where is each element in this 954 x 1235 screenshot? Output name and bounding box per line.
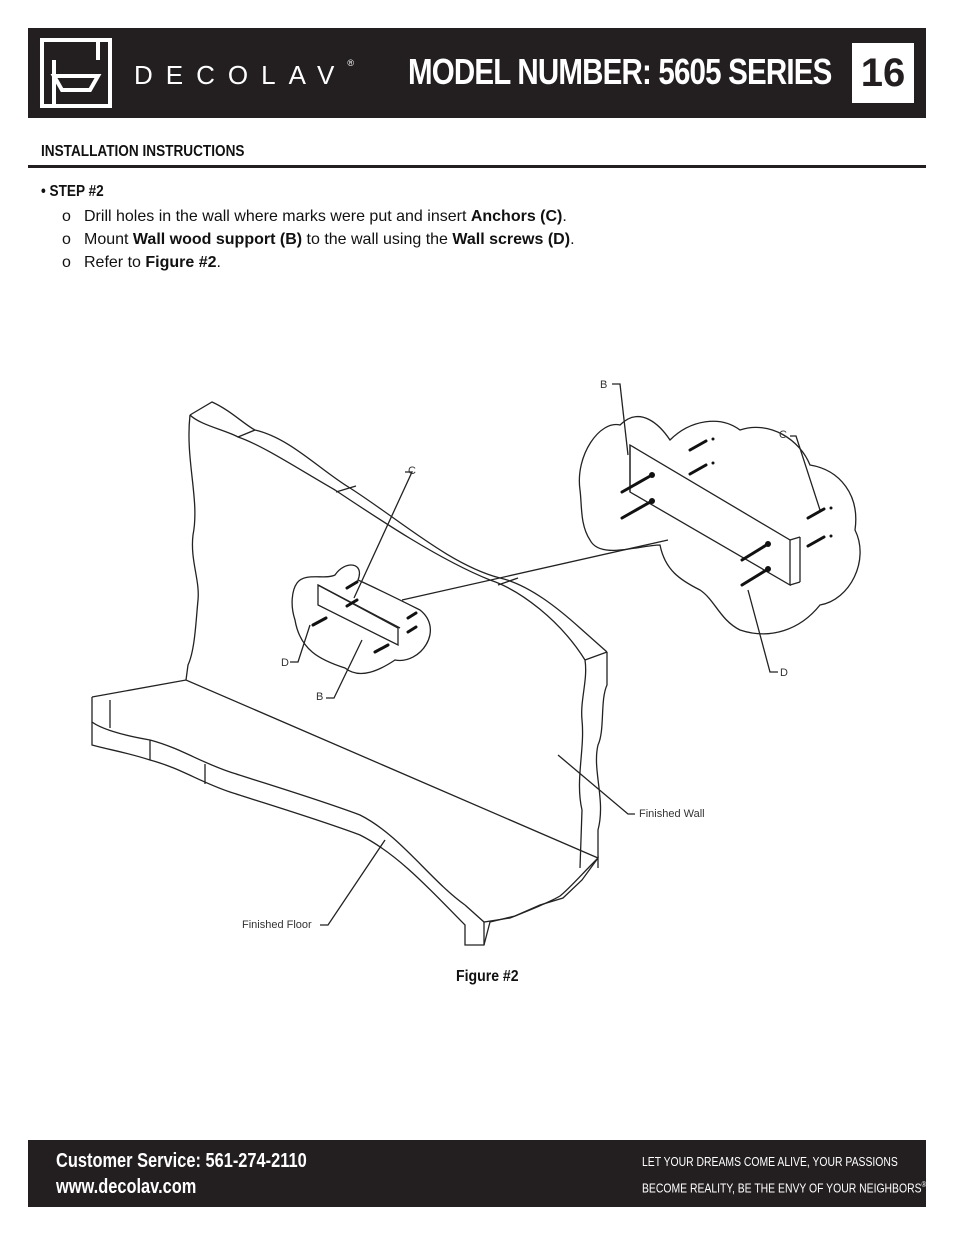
footer-bar: Customer Service: 561-274-2110 www.decol… (28, 1140, 926, 1207)
tagline-line2: BECOME REALITY, BE THE ENVY OF YOUR NEIG… (642, 1180, 927, 1196)
label-b-top: B (600, 379, 608, 391)
customer-service: Customer Service: 561-274-2110 (56, 1150, 307, 1172)
decolav-logo-icon (40, 38, 112, 108)
section-title: INSTALLATION INSTRUCTIONS (41, 143, 245, 160)
step-title: • STEP #2 (41, 183, 104, 200)
tagline-line1: LET YOUR DREAMS COME ALIVE, YOUR PASSION… (642, 1154, 898, 1169)
label-d-left: D (281, 657, 289, 669)
label-c-left: C (408, 465, 416, 477)
label-c-top: C (779, 429, 787, 441)
model-title: MODEL NUMBER: 5605 SERIES (408, 51, 832, 92)
label-d-right: D (780, 667, 788, 679)
label-finished-floor: Finished Floor (242, 919, 312, 931)
page-number: 16 (852, 43, 914, 103)
figure-caption: Figure #2 (456, 968, 519, 985)
divider (28, 165, 926, 168)
label-b-left: B (316, 691, 324, 703)
brand-name: DECOLAV® (134, 58, 354, 90)
label-finished-wall: Finished Wall (639, 808, 705, 820)
header-bar: DECOLAV® MODEL NUMBER: 5605 SERIES 16 (28, 28, 926, 118)
website-link[interactable]: www.decolav.com (56, 1176, 197, 1198)
